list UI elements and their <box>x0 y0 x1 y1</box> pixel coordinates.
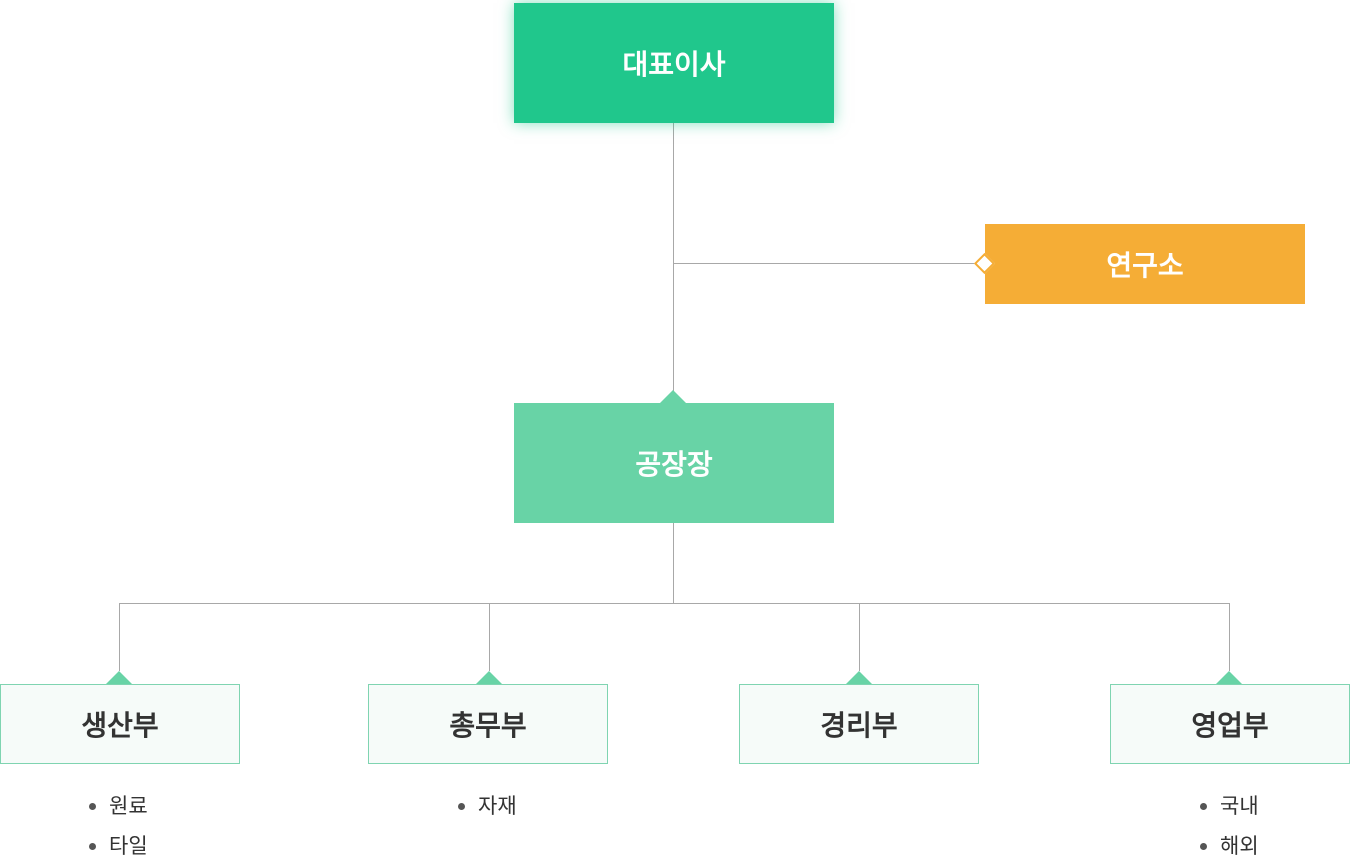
sub-item: 타일 <box>89 826 148 866</box>
sub-item: 자재 <box>458 786 517 826</box>
connector-accounting <box>859 603 860 671</box>
production-sub-list: 원료 타일 <box>89 786 148 866</box>
connector-production <box>119 603 120 671</box>
connector-plant-down <box>673 523 674 603</box>
connector-department-bus <box>119 603 1230 604</box>
connector-general-affairs <box>489 603 490 671</box>
sub-item: 원료 <box>89 786 148 826</box>
department-accounting: 경리부 <box>739 684 979 764</box>
general-affairs-sub-list: 자재 <box>458 786 517 826</box>
accounting-arrow-marker <box>846 671 872 684</box>
research-lab-box: 연구소 <box>985 224 1305 304</box>
connector-to-lab <box>673 263 978 264</box>
plant-manager-box: 공장장 <box>514 403 834 523</box>
general-affairs-arrow-marker <box>476 671 502 684</box>
sub-item: 해외 <box>1200 826 1259 866</box>
sales-arrow-marker <box>1216 671 1242 684</box>
plant-arrow-marker <box>660 390 686 403</box>
department-general-affairs: 총무부 <box>368 684 608 764</box>
production-arrow-marker <box>106 671 132 684</box>
sales-sub-list: 국내 해외 <box>1200 786 1259 866</box>
ceo-box: 대표이사 <box>514 3 834 123</box>
department-production: 생산부 <box>0 684 240 764</box>
connector-ceo-to-plant <box>673 123 674 398</box>
department-sales: 영업부 <box>1110 684 1350 764</box>
connector-sales <box>1229 603 1230 671</box>
sub-item: 국내 <box>1200 786 1259 826</box>
